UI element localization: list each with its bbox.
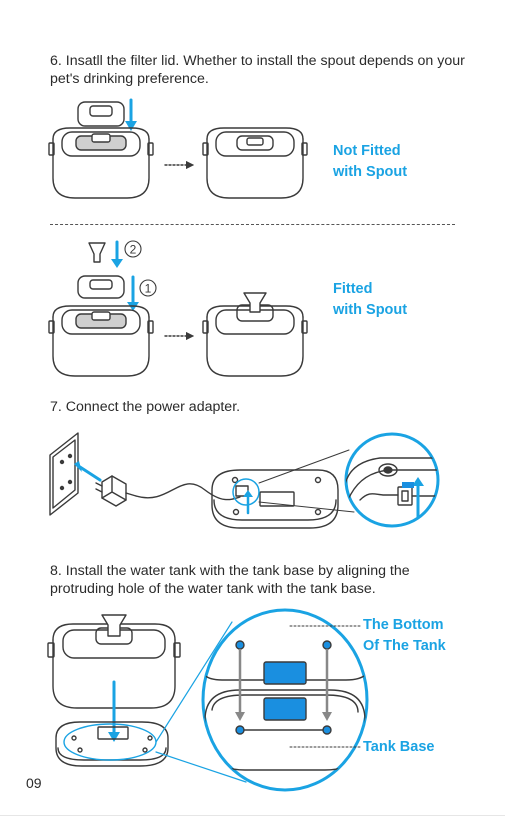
tank-base-install-illustration: [48, 605, 372, 790]
fountain-lid-install-illustration: [49, 100, 307, 198]
fountain-spout-install-illustration: 2 1: [49, 241, 307, 376]
power-adapter-illustration: [50, 433, 440, 528]
step-marker-1: 1: [145, 282, 152, 296]
step-marker-2: 2: [130, 243, 137, 257]
